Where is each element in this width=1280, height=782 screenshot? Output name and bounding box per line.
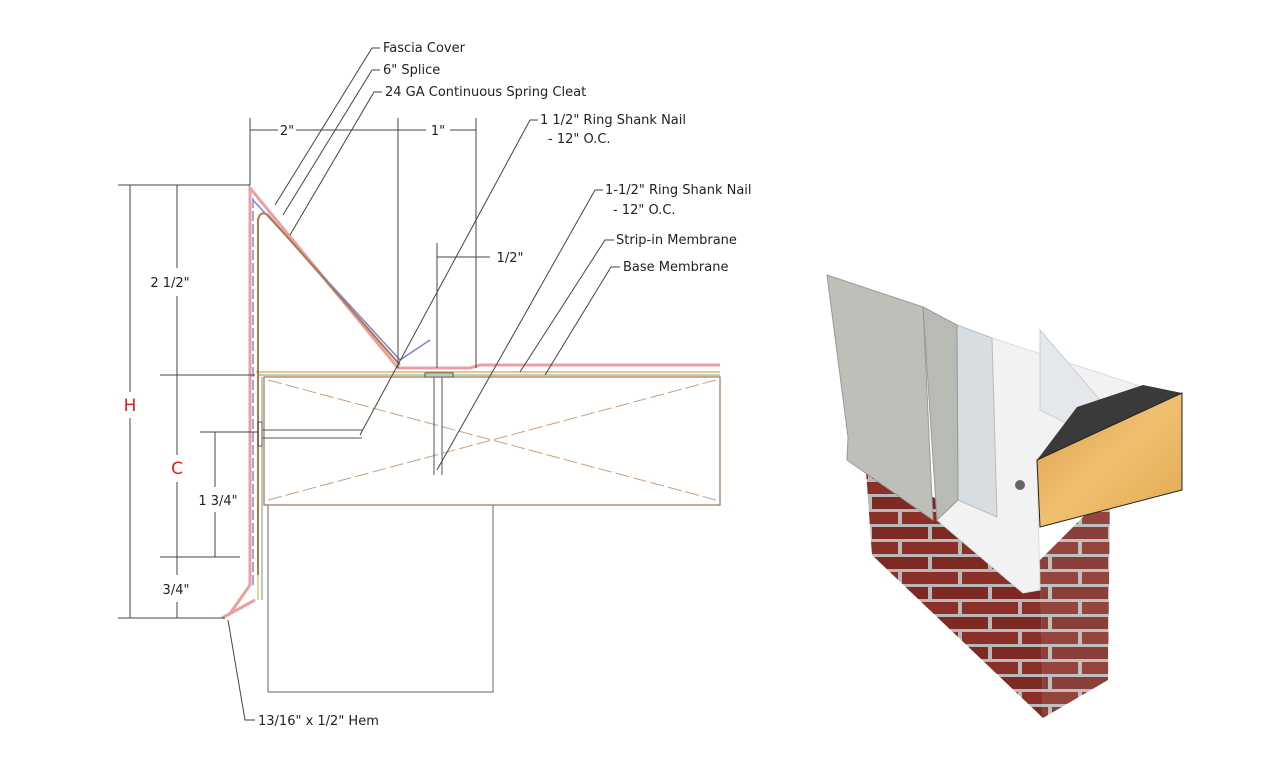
dim-hem-drop: 3/4" bbox=[163, 583, 190, 598]
brick-left-face bbox=[865, 457, 1043, 718]
spring-cleat bbox=[257, 212, 401, 575]
roof-membrane bbox=[1037, 385, 1182, 460]
section-drawing: Fascia Cover 6" Splice 24 GA Continuous … bbox=[118, 41, 752, 729]
label-spring-cleat: 24 GA Continuous Spring Cleat bbox=[385, 85, 586, 100]
label-strip-in: Strip-in Membrane bbox=[616, 233, 737, 248]
extension-lines bbox=[118, 118, 477, 619]
dim-width-top: 2" bbox=[280, 124, 294, 139]
nail-vertical bbox=[424, 372, 454, 475]
dim-total-height: H bbox=[124, 396, 137, 416]
dim-nail-offset: 1/2" bbox=[497, 251, 524, 266]
dim-upper-height: 2 1/2" bbox=[150, 276, 189, 291]
fascia-panel bbox=[826, 274, 934, 521]
label-nail-2-spacing: - 12" O.C. bbox=[613, 203, 676, 218]
wood-nailer bbox=[263, 376, 721, 506]
nail-head bbox=[1015, 480, 1025, 490]
spring-cleat-3d bbox=[956, 324, 998, 518]
dim-face-height: C bbox=[171, 459, 183, 479]
dim-nail-height: 1 3/4" bbox=[198, 494, 237, 509]
label-nail-2: 1-1/2" Ring Shank Nail bbox=[605, 183, 752, 198]
leader-lines bbox=[227, 47, 620, 721]
fascia-cover bbox=[221, 183, 720, 620]
label-hem: 13/16" x 1/2" Hem bbox=[258, 714, 379, 729]
label-splice: 6" Splice bbox=[383, 63, 440, 78]
dimension-lines bbox=[129, 129, 490, 618]
label-fascia-cover: Fascia Cover bbox=[383, 41, 466, 56]
brick-right-face bbox=[1040, 490, 1110, 718]
splice-panel bbox=[922, 306, 959, 522]
label-base-membrane: Base Membrane bbox=[623, 260, 728, 275]
render-3d bbox=[826, 274, 1183, 718]
membranes bbox=[256, 371, 720, 600]
wall-block bbox=[267, 504, 494, 693]
wood-nailer-3d bbox=[1036, 392, 1183, 528]
nail-horizontal bbox=[257, 421, 362, 447]
label-nail-1-spacing: - 12" O.C. bbox=[548, 132, 611, 147]
label-nail-1: 1 1/2" Ring Shank Nail bbox=[540, 113, 686, 128]
dim-width-offset: 1" bbox=[431, 124, 445, 139]
